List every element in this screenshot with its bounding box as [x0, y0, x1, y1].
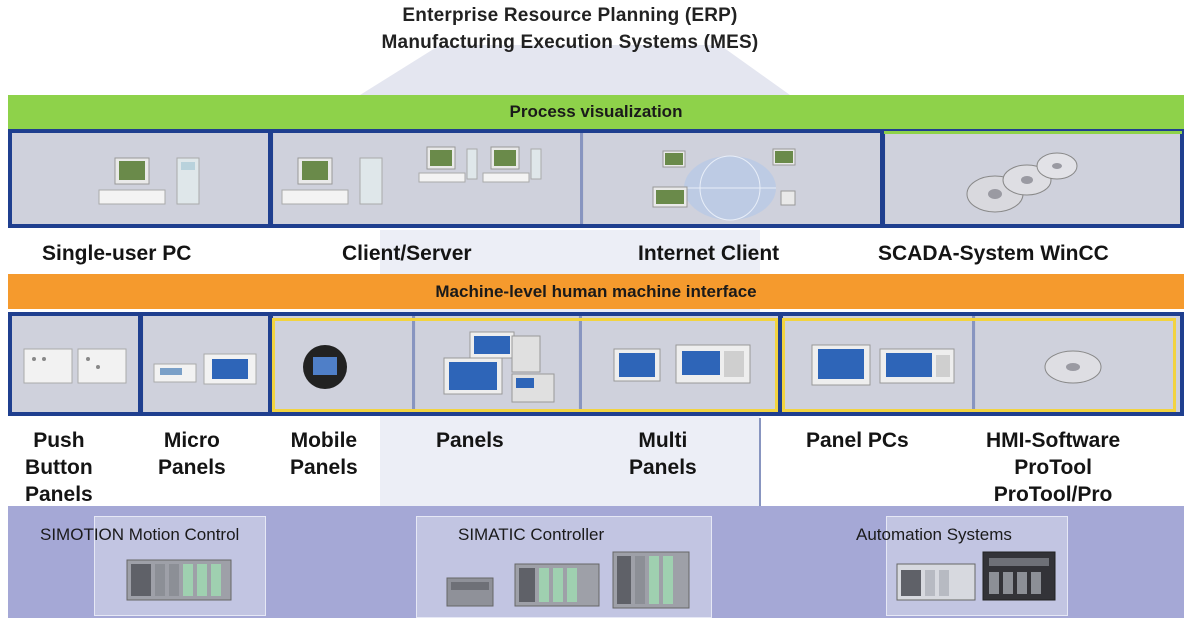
client-workstations-icon [418, 146, 542, 183]
hmi-label-multi-panels: Multi Panels [629, 429, 697, 479]
hmi-label-panel-pcs: Panel PCs [806, 429, 909, 452]
multi-panels-icon [613, 344, 751, 384]
pv-label-internet-client: Internet Client [638, 242, 780, 265]
cd-disc-icon [966, 152, 1078, 213]
client-server-pc-icon [281, 157, 383, 205]
single-user-pc-icon [98, 157, 200, 205]
simatic-controller-icon [446, 551, 690, 609]
pv-divider [880, 133, 885, 224]
automation-system-icon [896, 551, 1056, 601]
push-button-panel-icon [23, 348, 127, 384]
hmi-divider [972, 316, 975, 412]
hmi-label-hmi-software: HMI-Software ProTool ProTool/Pro [986, 429, 1121, 506]
hmi-title: Machine-level human machine interface [435, 281, 757, 301]
pv-label-single-user-pc: Single-user PC [42, 242, 192, 265]
header-titles: Enterprise Resource Planning (ERP) Manuf… [0, 2, 1140, 56]
automation-systems-label: Automation Systems [856, 525, 1012, 544]
panels-highlight [272, 318, 778, 412]
hmi-divider [778, 316, 783, 412]
panels-icon [443, 331, 555, 403]
mobile-panel-icon [303, 345, 347, 389]
hmi-label-micro-panels: Micro Panels [158, 429, 226, 479]
hmi-label-mobile-panels: Mobile Panels [290, 429, 358, 479]
simotion-label: SIMOTION Motion Control [40, 525, 240, 544]
mes-title: Manufacturing Execution Systems (MES) [381, 32, 759, 53]
simotion-controller-icon [126, 559, 232, 601]
hmi-divider [268, 316, 273, 412]
hmi-label-push-button-panels: Push Button Panels [25, 429, 93, 506]
pv-divider [268, 133, 273, 224]
pc-highlight [782, 318, 1176, 412]
hmi-band: Machine-level human machine interface [8, 274, 1184, 309]
panel-pc-icon [811, 344, 955, 386]
hmi-label-panels: Panels [436, 429, 504, 452]
hmi-divider [138, 316, 143, 412]
pv-label-client-server: Client/Server [342, 242, 472, 265]
internet-globe-icon [652, 148, 796, 221]
simatic-label: SIMATIC Controller [458, 525, 605, 544]
scada-highlight [884, 131, 1182, 134]
hmi-divider [579, 316, 582, 412]
pv-label-scada-system: SCADA-System WinCC [878, 242, 1109, 265]
pv-divider [580, 133, 583, 224]
hmi-software-cd-icon [1044, 350, 1102, 384]
hmi-divider [412, 316, 415, 412]
erp-title: Enterprise Resource Planning (ERP) [402, 5, 738, 26]
process-visualization-title: Process visualization [509, 102, 683, 121]
micro-panel-icon [153, 353, 257, 385]
process-visualization-band: Process visualization [8, 95, 1184, 129]
